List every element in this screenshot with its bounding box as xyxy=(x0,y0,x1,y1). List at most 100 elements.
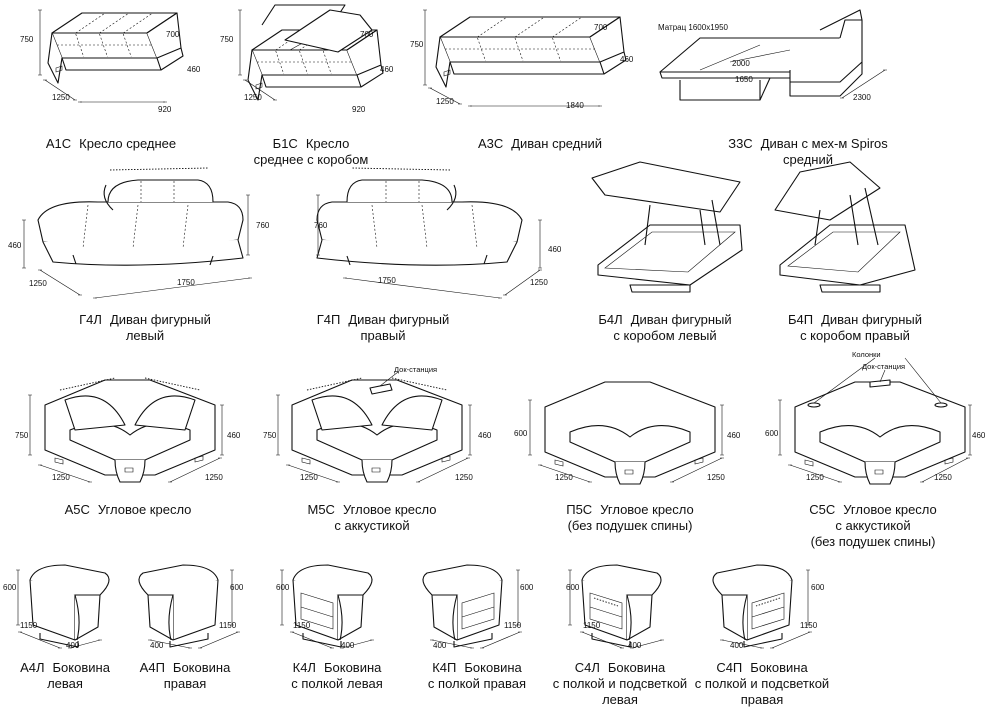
product-code: П5С xyxy=(566,502,593,517)
dimension-label: 1250 xyxy=(300,473,318,482)
product-description: Диван фигурный xyxy=(821,312,923,327)
product-description: с аккустикой xyxy=(334,518,410,533)
dimension-label: 750 xyxy=(410,40,424,49)
dimension-label: 460 xyxy=(727,431,741,440)
sofa-a5c-drawing xyxy=(28,377,224,483)
product-code: А5С xyxy=(64,502,90,517)
product-description: Диван фигурный xyxy=(109,312,211,327)
caption-line: среднее с коробом xyxy=(201,152,421,168)
caption-line: с коробом левый xyxy=(555,328,775,344)
dimension-label: 460 xyxy=(478,431,492,440)
dimension-label: 460 xyxy=(620,55,634,64)
sofa-c4p-drawing xyxy=(712,564,812,649)
caption-first-line: К4Л Боковина xyxy=(227,660,447,676)
product-description: Боковина xyxy=(323,660,382,675)
caption-line: с полкой левая xyxy=(227,676,447,692)
dimension-label: 700 xyxy=(594,23,608,32)
dimension-label: 1150 xyxy=(504,621,522,630)
dimension-label: 2000 xyxy=(732,59,750,68)
caption-line: с коробом правый xyxy=(745,328,965,344)
dimension-label: 1250 xyxy=(555,473,573,482)
product-description: правый xyxy=(360,328,406,343)
sofa-b4p-drawing xyxy=(774,161,916,293)
sofa-b1c-drawing xyxy=(238,4,384,101)
product-description: правая xyxy=(163,676,207,691)
dimension-label: 1250 xyxy=(205,473,223,482)
speakers-note-c5c: Колонки xyxy=(852,350,881,359)
dimension-label: 750 xyxy=(15,431,29,440)
dimension-label: 1250 xyxy=(436,97,454,106)
product-code: Б4П xyxy=(787,312,814,327)
caption-line: средний xyxy=(698,152,918,168)
dimension-label: 460 xyxy=(187,65,201,74)
dimension-label: 460 xyxy=(548,245,562,254)
sofa-a1c-drawing xyxy=(38,9,184,103)
dimension-label: 700 xyxy=(360,30,374,39)
product-description: с полкой левая xyxy=(291,676,383,691)
caption-line: правый xyxy=(273,328,493,344)
dimension-label: 600 xyxy=(230,583,244,592)
caption-line: (без подушек спины) xyxy=(520,518,740,534)
dimension-label: 460 xyxy=(380,65,394,74)
dimension-label: 1150 xyxy=(219,621,237,630)
dimension-label: 400 xyxy=(628,641,642,650)
matrass-note: Матрац 1600х1950 xyxy=(658,23,729,32)
dimension-label: 600 xyxy=(514,429,528,438)
product-description: с полкой и подсветкой xyxy=(694,676,830,691)
product-description: левый xyxy=(125,328,165,343)
product-code: Г4Л xyxy=(79,312,102,327)
product-description: с коробом правый xyxy=(800,328,910,343)
dimension-label: 600 xyxy=(276,583,290,592)
dimension-label: 920 xyxy=(158,105,172,114)
dimension-label: 600 xyxy=(520,583,534,592)
dimension-label: 1250 xyxy=(934,473,952,482)
dimension-label: 760 xyxy=(256,221,270,230)
product-description: с полкой и подсветкой xyxy=(552,676,688,691)
sofa-c4l-drawing xyxy=(568,564,664,649)
product-description: Диван фигурный xyxy=(630,312,732,327)
caption-first-line: Б4П Диван фигурный xyxy=(745,312,965,328)
sofa-a4l-drawing xyxy=(16,564,110,649)
dimension-label: 460 xyxy=(227,431,241,440)
dimension-label: 400 xyxy=(341,641,355,650)
product-description: Боковина xyxy=(172,660,231,675)
product-description: Угловое кресло xyxy=(600,502,694,517)
caption-line: с полкой и подсветкой xyxy=(652,676,872,692)
dimension-label: 1150 xyxy=(20,621,38,630)
product-description: Диван средний xyxy=(511,136,603,151)
dimension-label: 1650 xyxy=(735,75,753,84)
product-code: С5С xyxy=(809,502,836,517)
caption-first-line: П5С Угловое кресло xyxy=(520,502,740,518)
dimension-label: 1250 xyxy=(455,473,473,482)
product-description: с аккустикой xyxy=(835,518,911,533)
dimension-label: 750 xyxy=(263,431,277,440)
caption-line: с аккустикой xyxy=(763,518,983,534)
product-code: Г4П xyxy=(316,312,341,327)
product-code: К4Л xyxy=(292,660,316,675)
dimension-label: 920 xyxy=(352,105,366,114)
product-description: Кресло xyxy=(305,136,350,151)
dimension-label: 1250 xyxy=(52,473,70,482)
sofa-p5c-drawing xyxy=(528,381,724,485)
